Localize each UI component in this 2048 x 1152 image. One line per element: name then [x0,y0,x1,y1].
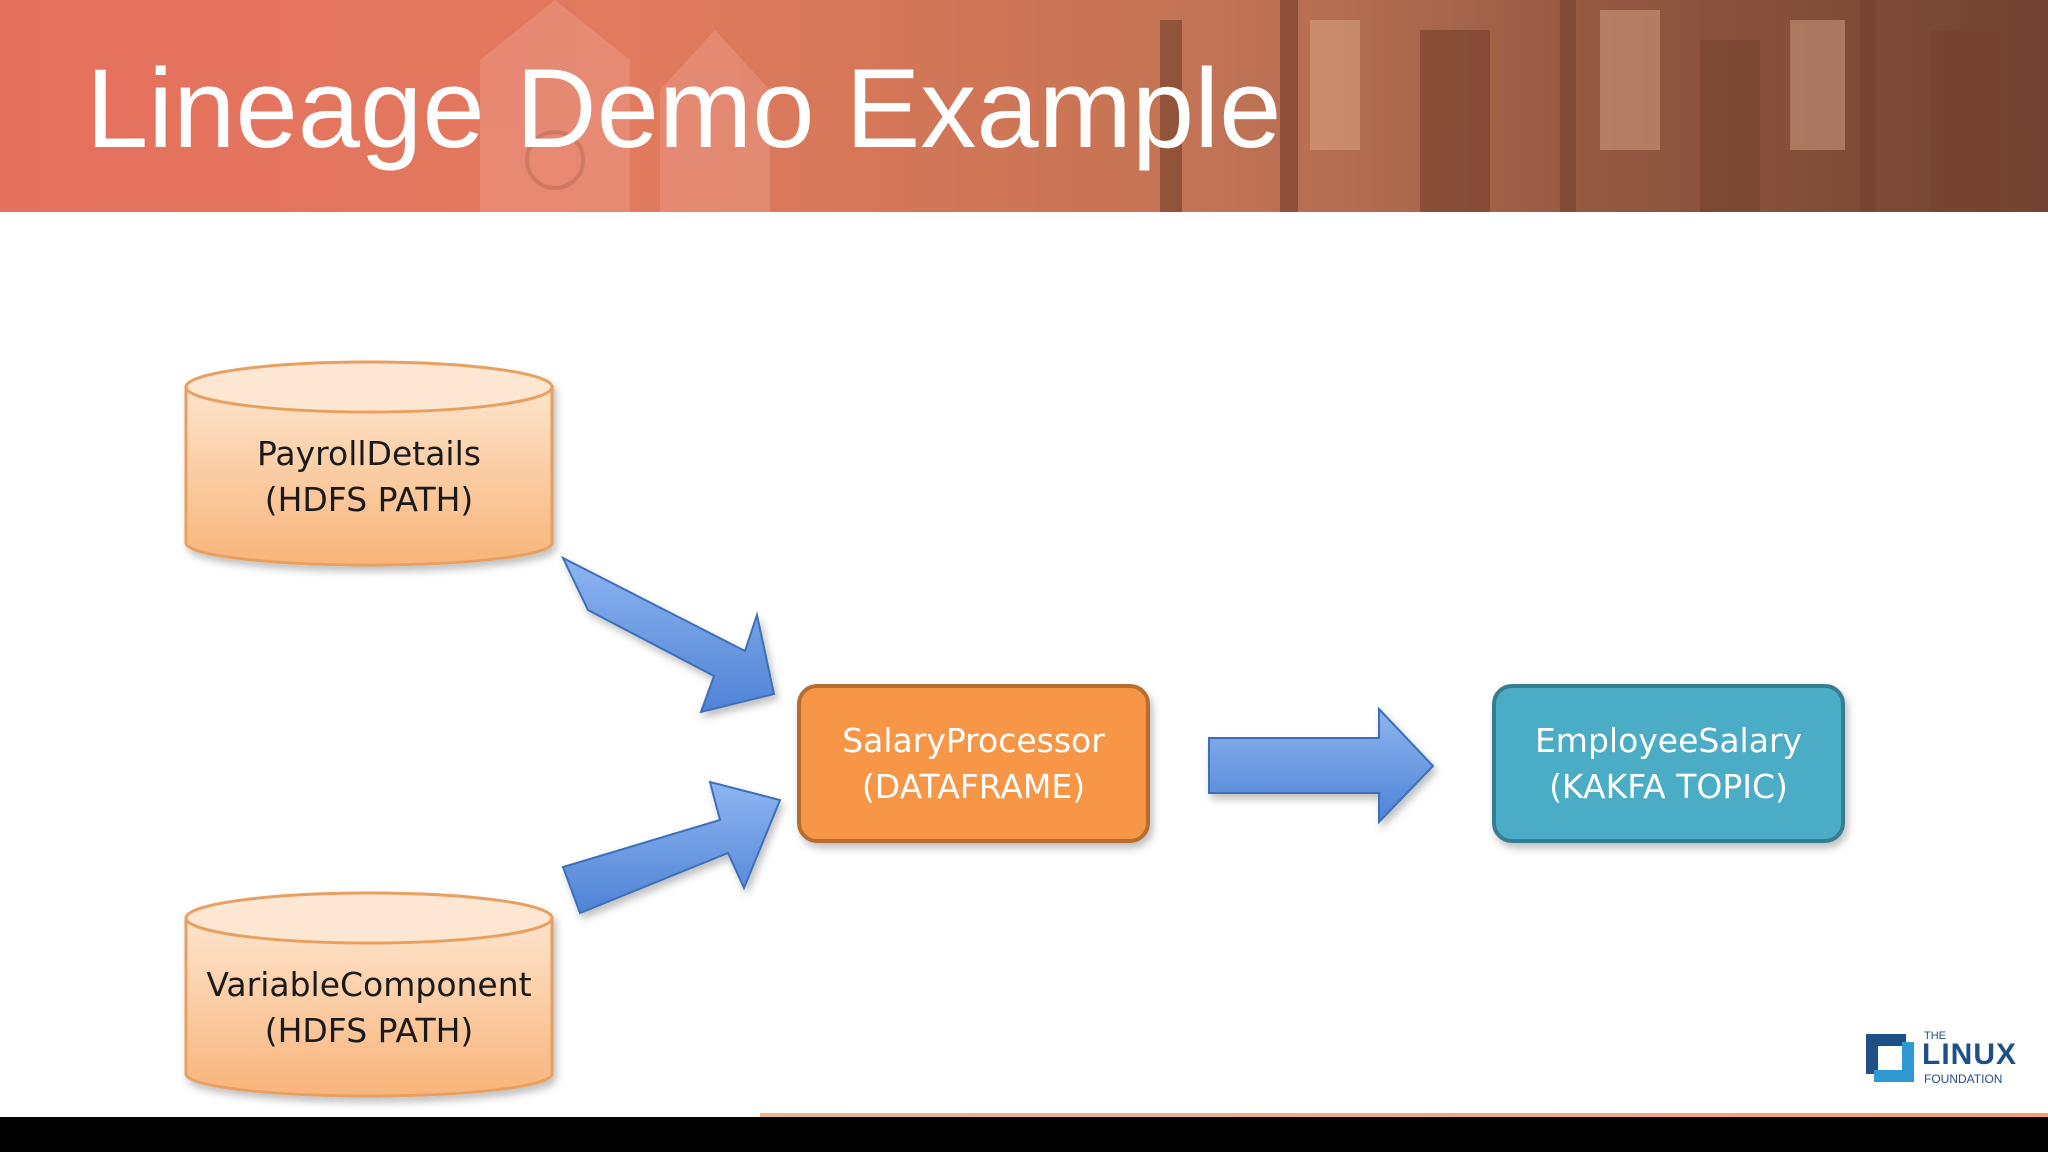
logo-foundation-text: FOUNDATION [1924,1072,2003,1086]
header-background-image [480,0,2048,212]
payroll-details-label: PayrollDetails (HDFS PATH) [186,431,552,523]
bottom-bar [0,1117,2048,1152]
lineage-diagram [0,212,2048,1117]
employee-salary-type: (KAKFA TOPIC) [1549,767,1788,806]
arrow-payroll-to-processor [560,555,776,714]
variable-component-cylinder [184,891,554,1098]
bottom-accent-line [760,1113,2048,1117]
employee-salary-name: EmployeeSalary [1534,721,1803,760]
arrow-processor-to-employee [1208,706,1435,825]
employee-salary-label: EmployeeSalary (KAKFA TOPIC) [1494,718,1843,810]
employee-salary-box [1492,684,1845,843]
payroll-details-name: PayrollDetails [257,434,481,473]
linux-foundation-logo: THE LINUX FOUNDATION [1862,1028,2022,1088]
salary-processor-box [797,684,1150,843]
variable-component-type: (HDFS PATH) [264,1011,474,1050]
variable-component-label: VariableComponent (HDFS PATH) [186,962,552,1054]
logo-the-text: THE [1924,1030,1946,1042]
salary-processor-type: (DATAFRAME) [861,767,1086,806]
diagram-canvas [184,360,1845,1098]
linux-foundation-logo-icon [1866,1034,1914,1082]
payroll-details-type: (HDFS PATH) [264,480,474,519]
logo-linux-text: LINUX [1922,1038,2017,1071]
arrow-variable-to-processor [561,780,782,915]
payroll-details-cylinder [184,360,554,567]
slide-title: Lineage Demo Example [86,46,1282,171]
header-banner: Lineage Demo Example [0,0,2048,212]
variable-component-name: VariableComponent [206,965,532,1004]
salary-processor-label: SalaryProcessor (DATAFRAME) [799,718,1148,810]
salary-processor-name: SalaryProcessor [842,721,1105,760]
